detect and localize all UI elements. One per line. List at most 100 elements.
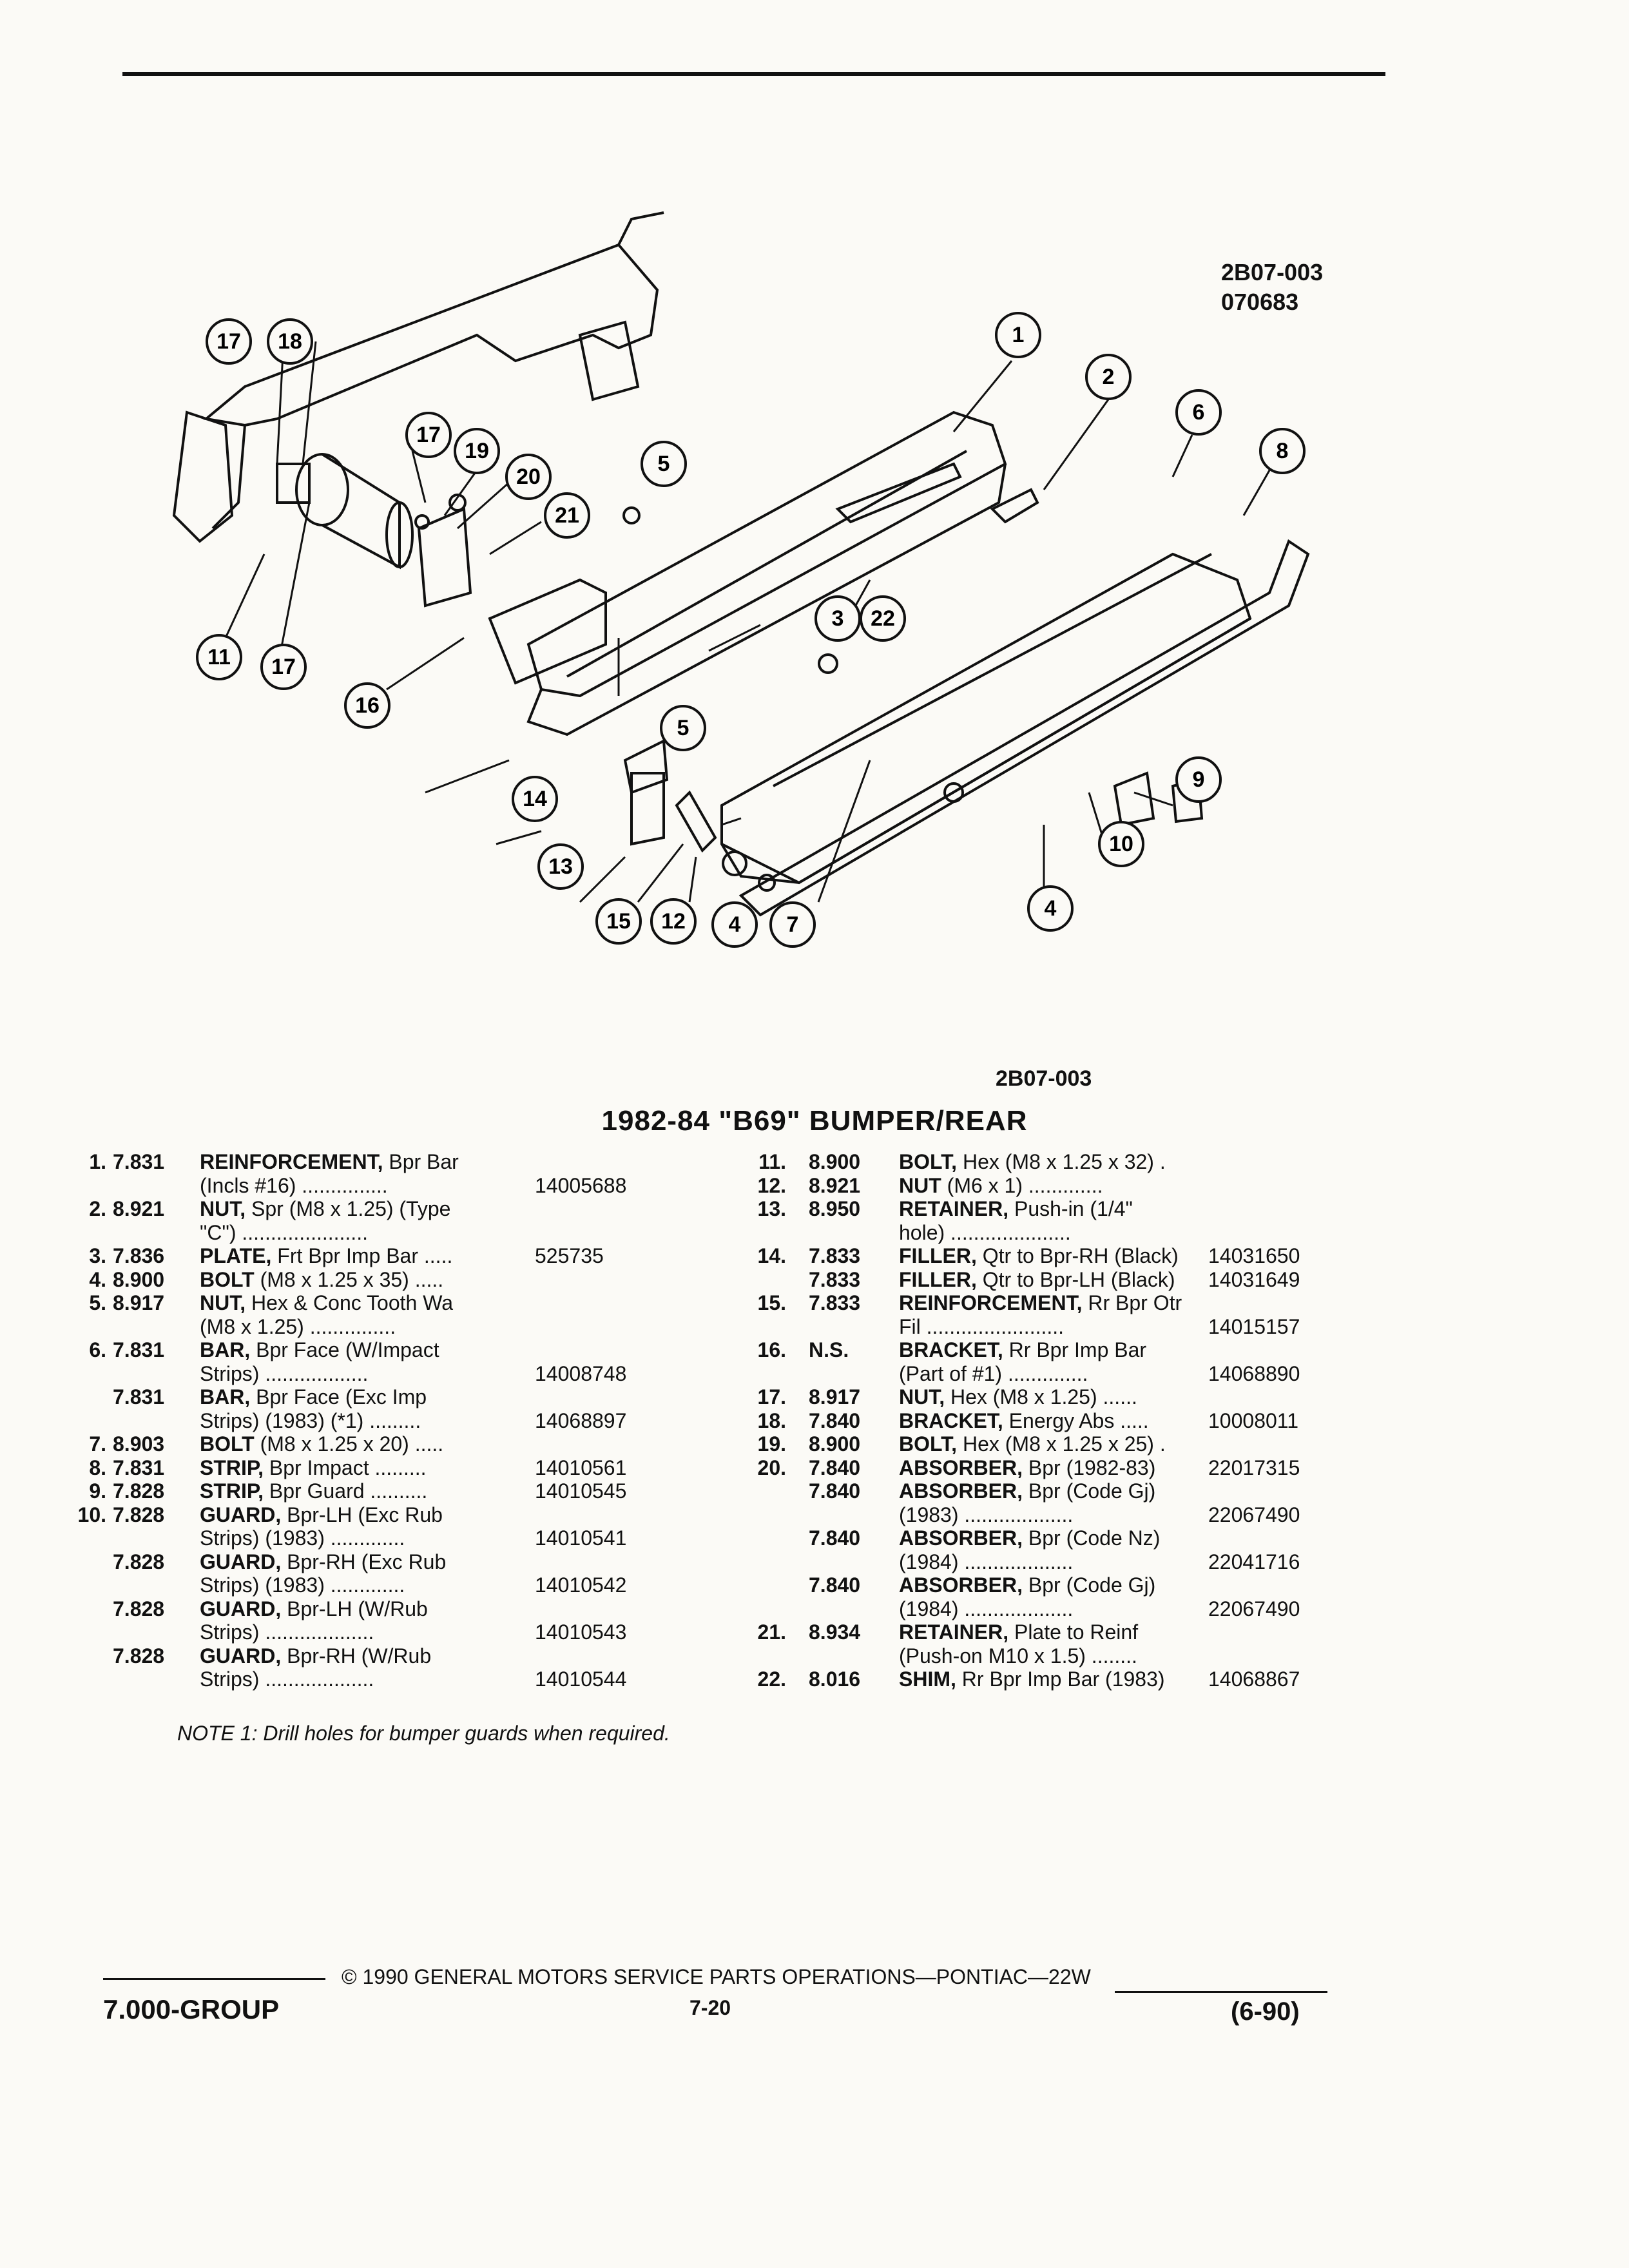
- callout-3: 3: [815, 595, 861, 642]
- ref-number: 5.: [89, 1291, 106, 1314]
- part-detail: (1983) ...................: [899, 1503, 1074, 1526]
- part-description: GUARD, Bpr-RH (W/Rub: [200, 1644, 431, 1668]
- part-number: 10008011: [1208, 1408, 1298, 1432]
- part-name: FILLER,: [899, 1267, 977, 1291]
- part-description: Strips) ..................: [200, 1362, 368, 1386]
- ref-number: 8.: [89, 1456, 106, 1479]
- part-number: 14010542: [535, 1573, 627, 1597]
- group-code: 7.833: [809, 1244, 861, 1267]
- ref-number: 22.: [757, 1667, 786, 1691]
- part-description: REINFORCEMENT, Rr Bpr Otr: [899, 1291, 1182, 1315]
- part-name: FILLER,: [899, 1244, 977, 1267]
- part-detail: Bpr Face (W/Impact: [250, 1338, 439, 1361]
- part-description: BRACKET, Energy Abs .....: [899, 1409, 1149, 1433]
- part-detail: Rr Bpr Otr: [1082, 1291, 1182, 1314]
- group-code: 7.840: [809, 1456, 861, 1479]
- ref-number: 10.: [77, 1503, 106, 1526]
- svg-text:4: 4: [1045, 896, 1057, 921]
- page-number: 7-20: [689, 1996, 731, 2019]
- group-code: 8.900: [113, 1267, 165, 1291]
- callout-6: 6: [1175, 389, 1222, 436]
- svg-text:8: 8: [1277, 439, 1289, 463]
- part-name: BOLT: [200, 1432, 255, 1456]
- part-name: GUARD,: [200, 1503, 282, 1526]
- part-detail: Bpr Impact .........: [264, 1456, 427, 1479]
- part-detail: (M8 x 1.25 x 35) .....: [254, 1267, 444, 1291]
- part-detail: Strips) ...................: [200, 1667, 374, 1691]
- ref-number: 11.: [758, 1150, 786, 1173]
- part-detail: Strips) (1983) .............: [200, 1526, 405, 1550]
- group-code: 7.828: [113, 1644, 165, 1667]
- part-detail: Strips) (1983) (*1) .........: [200, 1408, 421, 1432]
- part-description: BAR, Bpr Face (Exc Imp: [200, 1385, 427, 1409]
- group-code: 7.840: [809, 1479, 861, 1503]
- svg-text:18: 18: [278, 329, 302, 354]
- group-code: 7.831: [113, 1338, 165, 1361]
- svg-text:5: 5: [677, 716, 689, 740]
- part-description: RETAINER, Plate to Reinf: [899, 1620, 1138, 1644]
- part-description: ABSORBER, Bpr (Code Gj): [899, 1573, 1155, 1597]
- part-description: REINFORCEMENT, Bpr Bar: [200, 1150, 459, 1174]
- part-description: SHIM, Rr Bpr Imp Bar (1983): [899, 1667, 1165, 1691]
- callout-11: 11: [196, 634, 242, 680]
- callout-12: 12: [650, 898, 697, 945]
- exploded-parts-diagram: 1 2 3 4 4 5 5 6 7 8 9 10 11 12 13 14 15 …: [172, 211, 1310, 948]
- part-description: NUT, Hex (M8 x 1.25) ......: [899, 1385, 1137, 1409]
- part-description: PLATE, Frt Bpr Imp Bar .....: [200, 1244, 452, 1268]
- part-detail: Strips) ..................: [200, 1361, 369, 1385]
- part-number: 14010543: [535, 1620, 627, 1644]
- callout-4b: 4: [1027, 885, 1074, 932]
- part-name: SHIM,: [899, 1667, 956, 1691]
- part-name: BOLT: [200, 1267, 255, 1291]
- group-code: 7.840: [809, 1408, 861, 1432]
- part-detail: Qtr to Bpr-LH (Black): [976, 1267, 1175, 1291]
- part-number: 14010544: [535, 1667, 627, 1691]
- group-code: 8.934: [809, 1620, 861, 1644]
- part-detail: (1984) ...................: [899, 1597, 1074, 1620]
- part-description: (1984) ...................: [899, 1550, 1073, 1574]
- ref-number: 18.: [757, 1408, 786, 1432]
- callout-10: 10: [1098, 821, 1144, 867]
- part-detail: (M8 x 1.25) ...............: [200, 1314, 396, 1338]
- part-detail: hole) .....................: [899, 1220, 1071, 1244]
- section-title: 1982-84 "B69" BUMPER/REAR: [601, 1105, 1028, 1137]
- part-detail: Spr (M8 x 1.25) (Type: [246, 1197, 451, 1220]
- part-description: ABSORBER, Bpr (Code Gj): [899, 1479, 1155, 1503]
- part-description: BOLT, Hex (M8 x 1.25 x 25) .: [899, 1432, 1166, 1456]
- part-description: Strips) (1983) .............: [200, 1526, 405, 1550]
- part-detail: Hex (M8 x 1.25) ......: [945, 1385, 1137, 1408]
- callout-16: 16: [344, 682, 390, 729]
- callout-17c: 17: [260, 644, 307, 690]
- part-detail: Rr Bpr Imp Bar (1983): [956, 1667, 1165, 1691]
- callout-9: 9: [1175, 756, 1222, 803]
- ref-number: 6.: [89, 1338, 106, 1361]
- callout-8: 8: [1259, 428, 1306, 474]
- revision-date: (6-90): [1231, 1997, 1300, 2026]
- svg-text:17: 17: [271, 655, 296, 679]
- note-1: NOTE 1: Drill holes for bumper guards wh…: [177, 1722, 670, 1745]
- group-code: 8.950: [809, 1197, 861, 1220]
- part-name: NUT,: [200, 1197, 246, 1220]
- part-name: ABSORBER,: [899, 1479, 1023, 1503]
- ref-number: 4.: [89, 1267, 106, 1291]
- part-description: GUARD, Bpr-RH (Exc Rub: [200, 1550, 446, 1574]
- ref-number: 7.: [89, 1432, 106, 1456]
- part-name: BAR,: [200, 1338, 251, 1361]
- part-description: (M8 x 1.25) ...............: [200, 1315, 396, 1339]
- ref-number: 2.: [89, 1197, 106, 1220]
- part-number: 22067490: [1208, 1597, 1300, 1620]
- callout-2: 2: [1085, 354, 1132, 400]
- part-number: 14068890: [1208, 1361, 1300, 1385]
- group-code: 7.831: [113, 1385, 165, 1408]
- part-name: BRACKET,: [899, 1408, 1003, 1432]
- part-detail: Bpr (1982-83): [1023, 1456, 1156, 1479]
- small-parts: [414, 462, 1204, 892]
- footer-rule-left: [103, 1978, 325, 1980]
- part-name: PLATE,: [200, 1244, 272, 1267]
- svg-text:15: 15: [606, 909, 631, 934]
- part-name: RETAINER,: [899, 1620, 1009, 1644]
- callout-21: 21: [544, 492, 590, 539]
- energy-absorber: [276, 320, 640, 608]
- part-description: BAR, Bpr Face (W/Impact: [200, 1338, 439, 1362]
- part-number: 525735: [535, 1244, 604, 1267]
